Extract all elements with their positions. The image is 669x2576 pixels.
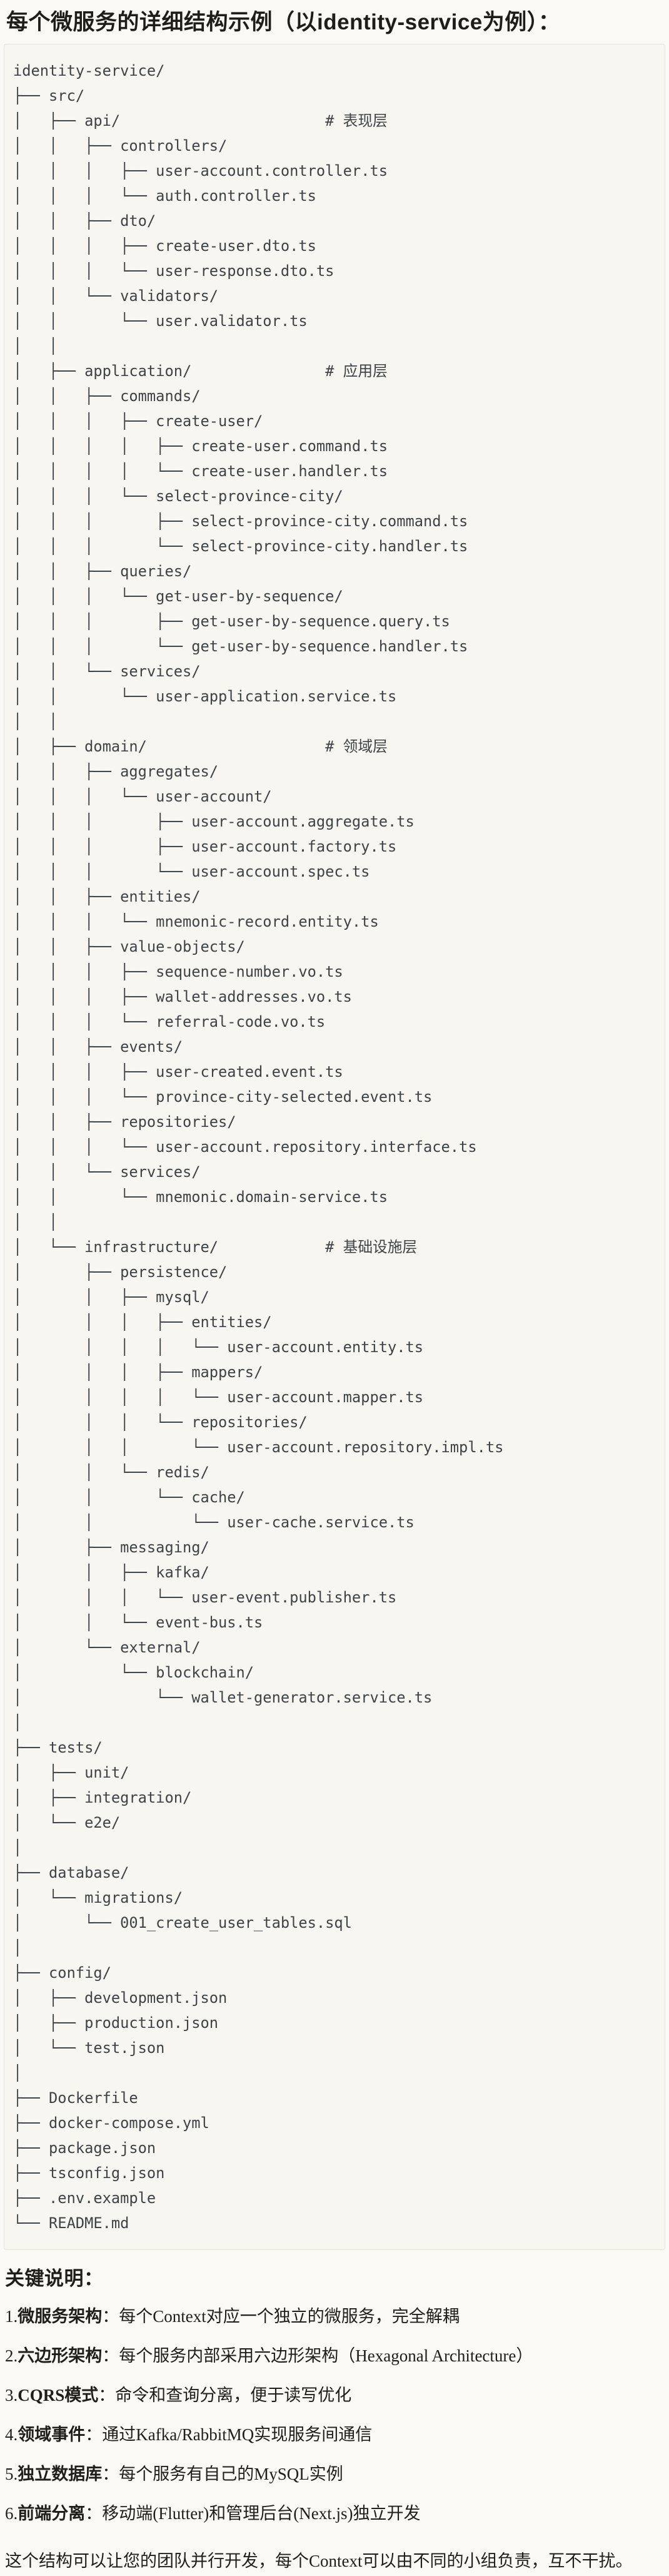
note-term: 前端分离 <box>18 2504 86 2523</box>
code-block: identity-service/ ├── src/ │ ├── api/ # … <box>4 44 665 2250</box>
notes-heading: 关键说明： <box>5 2268 104 2289</box>
note-item: 3.CQRS模式：命令和查询分离，便于读写优化 <box>5 2384 664 2406</box>
note-number: 5. <box>5 2465 18 2483</box>
note-item: 2.六边形架构：每个服务内部采用六边形架构（Hexagonal Architec… <box>5 2344 664 2367</box>
note-term: 六边形架构 <box>18 2346 103 2365</box>
note-desc: ：通过Kafka/RabbitMQ实现服务间通信 <box>85 2425 373 2444</box>
note-term: CQRS模式 <box>18 2386 99 2405</box>
page-title: 每个微服务的详细结构示例（以identity-service为例）： <box>6 10 561 34</box>
note-number: 4. <box>5 2425 18 2444</box>
note-desc: ：移动端(Flutter)和管理后台(Next.js)独立开发 <box>85 2504 421 2523</box>
note-item: 4.领域事件：通过Kafka/RabbitMQ实现服务间通信 <box>5 2423 664 2446</box>
closing-paragraph: 这个结构可以让您的团队并行开发，每个Context可以由不同的小组负责，互不干扰… <box>5 2552 633 2570</box>
note-item: 1.微服务架构：每个Context对应一个独立的微服务，完全解耦 <box>5 2305 664 2328</box>
note-desc: ：每个服务有自己的MySQL实例 <box>102 2465 343 2483</box>
directory-tree: identity-service/ ├── src/ │ ├── api/ # … <box>13 62 504 2232</box>
note-number: 3. <box>5 2386 18 2405</box>
note-desc: ：每个Context对应一个独立的微服务，完全解耦 <box>102 2307 460 2326</box>
note-item: 5.独立数据库：每个服务有自己的MySQL实例 <box>5 2463 664 2485</box>
note-number: 2. <box>5 2346 18 2365</box>
note-number: 6. <box>5 2504 18 2523</box>
note-term: 领域事件 <box>18 2425 86 2444</box>
note-item: 6.前端分离：移动端(Flutter)和管理后台(Next.js)独立开发 <box>5 2502 664 2525</box>
note-term: 微服务架构 <box>18 2307 103 2326</box>
note-number: 1. <box>5 2307 18 2326</box>
notes-section: 关键说明： 1.微服务架构：每个Context对应一个独立的微服务，完全解耦 2… <box>0 2265 669 2525</box>
note-desc: ：命令和查询分离，便于读写优化 <box>98 2386 352 2405</box>
note-term: 独立数据库 <box>18 2465 103 2483</box>
note-desc: ：每个服务内部采用六边形架构（Hexagonal Architecture） <box>102 2346 533 2365</box>
